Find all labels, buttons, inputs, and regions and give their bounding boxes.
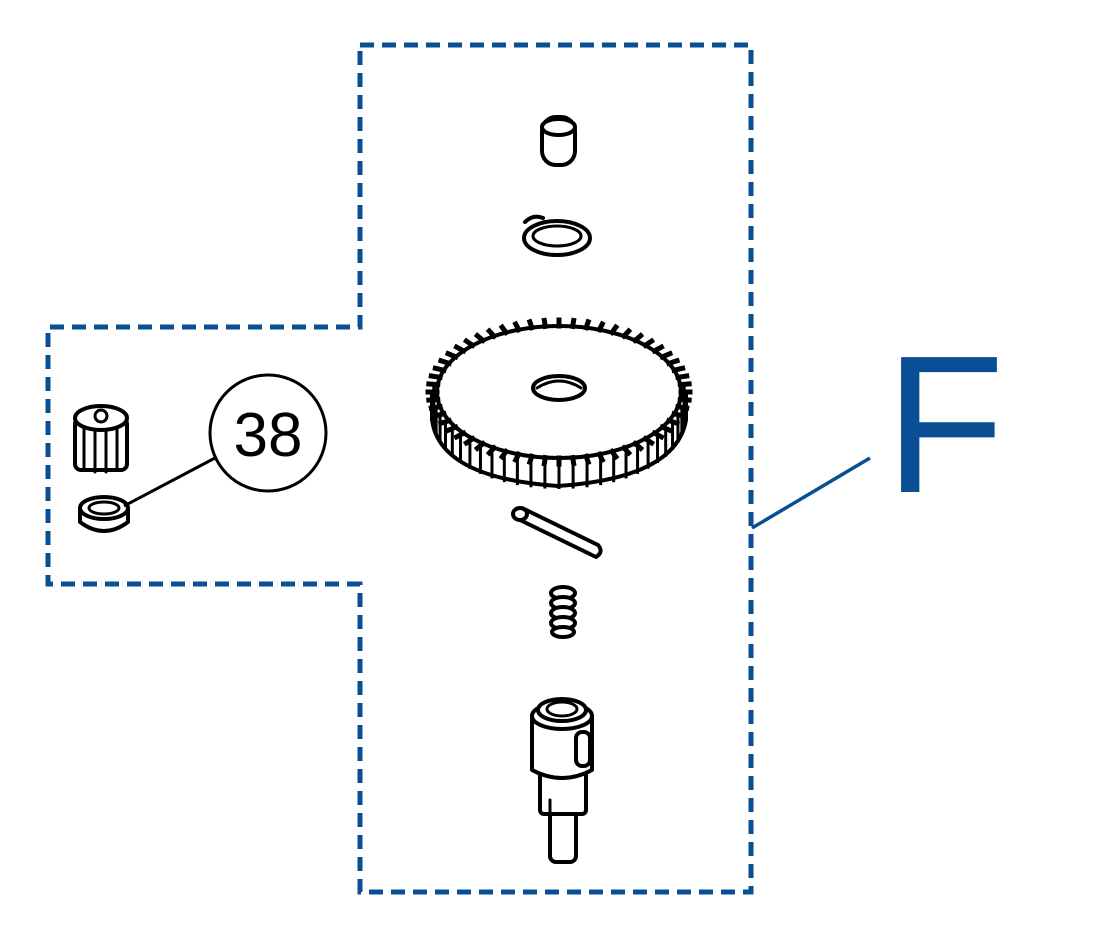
callout-38-circle xyxy=(208,373,328,493)
gear-tooth xyxy=(631,332,645,344)
gear-tooth xyxy=(582,453,592,466)
gear-tooth xyxy=(665,417,681,427)
gear-tooth xyxy=(677,381,692,388)
gear-tooth xyxy=(473,332,487,344)
gear-tooth xyxy=(437,417,453,427)
gear-tooth xyxy=(541,317,549,330)
gear-tooth xyxy=(432,410,447,419)
gear-tooth xyxy=(462,435,477,447)
callout-38-label: 38 xyxy=(234,401,303,470)
gear-tooth xyxy=(659,350,674,361)
gear-tooth xyxy=(428,373,443,381)
gear-tooth xyxy=(620,444,633,457)
gear-tooth xyxy=(526,318,536,331)
gear-tooth xyxy=(426,381,441,388)
gear-tooth xyxy=(426,396,441,403)
gear-tooth xyxy=(620,327,633,340)
retaining-ring xyxy=(522,214,592,257)
gear-tooth xyxy=(665,357,681,367)
gear-tooth xyxy=(498,447,510,461)
gear-tooth xyxy=(444,423,459,434)
gear-tooth xyxy=(512,450,523,464)
gear-tooth xyxy=(608,447,620,461)
gear-tooth xyxy=(432,365,447,374)
gear-tooth xyxy=(631,440,645,452)
gear-tooth xyxy=(675,373,690,381)
gear-tooth xyxy=(512,320,523,334)
bushing-38 xyxy=(78,495,130,533)
gear-tooth xyxy=(485,327,498,340)
compression-spring xyxy=(549,585,577,639)
gear-tooth xyxy=(485,444,498,457)
drive-shaft xyxy=(530,697,594,864)
gear-tooth xyxy=(428,403,443,411)
gear-tooth xyxy=(671,365,686,374)
gear-tooth xyxy=(444,350,459,361)
group-boundary-dashed xyxy=(45,42,754,895)
gear-tooth xyxy=(453,343,467,355)
gear-tooth xyxy=(541,454,549,467)
gear-tooth xyxy=(677,396,692,403)
large-spur-gear xyxy=(425,317,693,489)
gear-tooth xyxy=(595,450,606,464)
callout-38-leader xyxy=(123,456,216,508)
gear-tooth xyxy=(473,440,487,452)
gear-tooth xyxy=(671,410,686,419)
gear-tooth xyxy=(437,357,453,367)
group-letter: F xyxy=(885,315,1005,534)
gear-tooth xyxy=(498,323,510,337)
gear-tooth xyxy=(595,320,606,334)
gear-tooth xyxy=(651,429,665,441)
gear-tooth xyxy=(641,337,656,349)
gear-tooth xyxy=(651,343,665,355)
small-pinion-gear xyxy=(73,404,129,474)
gear-tooth xyxy=(675,403,690,411)
group-leader-line xyxy=(751,456,871,530)
gear-shaft-pin xyxy=(511,506,603,559)
gear-tooth xyxy=(569,454,577,467)
dowel-pin xyxy=(540,115,577,167)
gear-tooth xyxy=(462,337,477,349)
gear-tooth xyxy=(569,317,577,330)
gear-tooth xyxy=(659,423,674,434)
gear-tooth xyxy=(582,318,592,331)
gear-tooth xyxy=(453,429,467,441)
gear-tooth xyxy=(526,453,536,466)
gear-tooth xyxy=(641,435,656,447)
gear-tooth xyxy=(608,323,620,337)
